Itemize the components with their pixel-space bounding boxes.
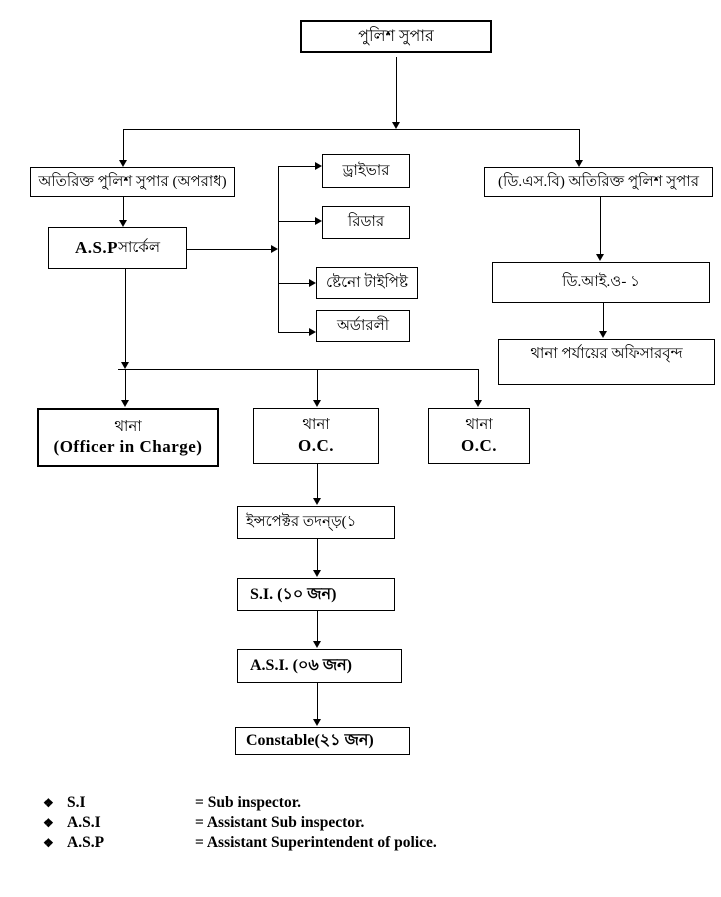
node-police-super: পুলিশ সুপার <box>300 20 492 53</box>
arrowhead-right <box>315 162 322 170</box>
legend: ❖ S.I = Sub inspector. ❖ A.S.I = Assista… <box>43 793 437 853</box>
arrowhead-down <box>392 122 400 129</box>
node-label: থানা পর্যায়ের অফিসারবৃন্দ <box>530 346 683 362</box>
legend-item-asi: ❖ A.S.I = Assistant Sub inspector. <box>43 813 437 833</box>
node-driver: ড্রাইভার <box>322 154 410 188</box>
connector-line <box>317 539 318 570</box>
node-label: রিডার <box>347 214 385 231</box>
node-label-bn: সার্কেল <box>118 239 161 256</box>
connector-line <box>317 683 318 719</box>
connector-line <box>396 57 397 122</box>
legend-abbr: S.I <box>67 794 86 811</box>
node-orderly: অর্ডারলী <box>316 310 410 342</box>
arrowhead-right <box>309 279 316 287</box>
node-dsb-addl-police-super: (ডি.এস.বি) অতিরিক্ত পুলিশ সুপার <box>484 167 713 197</box>
connector-line <box>125 269 126 362</box>
node-label: S.I. (১০ জন) <box>250 585 337 603</box>
legend-definition: = Sub inspector. <box>195 794 302 811</box>
node-label: A.S.I. (০৬ জন) <box>250 657 353 674</box>
connector-line <box>600 197 601 254</box>
connector-line <box>317 369 318 400</box>
connector-line <box>478 369 479 400</box>
connector-line <box>187 249 271 250</box>
node-label-line2: O.C. <box>298 435 334 455</box>
arrowhead-down <box>313 400 321 407</box>
node-label-line2: O.C. <box>461 435 497 455</box>
connector-line <box>317 611 318 641</box>
node-label-line1: থানা <box>114 418 142 435</box>
node-label: অতিরিক্ত পুলিশ সুপার (অপরাধ) <box>38 173 227 190</box>
node-si: S.I. (১০ জন) <box>237 578 395 611</box>
connector-line <box>123 129 580 130</box>
connector-line <box>603 303 604 331</box>
node-label-en: A.S.P <box>74 238 119 258</box>
connector-line <box>278 166 315 167</box>
node-asi: A.S.I. (০৬ জন) <box>237 649 402 683</box>
legend-item-asp: ❖ A.S.P = Assistant Superintendent of po… <box>43 833 437 853</box>
node-label: পুলিশ সুপার <box>358 27 434 45</box>
node-label: ইন্সপেক্টর তদন্ড়(১ <box>246 514 357 531</box>
legend-abbr: A.S.I <box>67 814 101 831</box>
node-asp-circle: A.S.P সার্কেল <box>48 227 187 269</box>
connector-line <box>278 332 309 333</box>
arrowhead-right <box>315 217 322 225</box>
node-label-line1: থানা <box>302 417 330 433</box>
connector-line <box>118 369 478 370</box>
connector-line <box>123 129 124 160</box>
node-inspector-investigation: ইন্সপেক্টর তদন্ড়(১ <box>237 506 395 539</box>
node-addl-police-super-crime: অতিরিক্ত পুলিশ সুপার (অপরাধ) <box>30 167 235 197</box>
node-thana-officer-in-charge: থানা (Officer in Charge) <box>37 408 219 467</box>
node-label: অর্ডারলী <box>336 317 390 334</box>
legend-item-si: ❖ S.I = Sub inspector. <box>43 793 437 813</box>
arrowhead-right <box>271 245 278 253</box>
diamond-bullet-icon: ❖ <box>43 815 54 830</box>
connector-line <box>125 369 126 400</box>
node-thana-oc-right: থানা O.C. <box>428 408 530 464</box>
arrowhead-down <box>119 160 127 167</box>
arrowhead-down <box>121 362 129 369</box>
legend-abbr: A.S.P <box>67 834 105 851</box>
arrowhead-down <box>119 220 127 227</box>
node-steno-typist: ষ্টেনো টাইপিষ্ট <box>316 267 418 299</box>
arrowhead-down <box>313 498 321 505</box>
arrowhead-down <box>575 160 583 167</box>
node-label: ড্রাইভার <box>342 162 390 179</box>
connector-line <box>123 197 124 220</box>
diamond-bullet-icon: ❖ <box>43 795 54 810</box>
arrowhead-down <box>599 331 607 338</box>
arrowhead-down <box>121 400 129 407</box>
node-thana-level-officers: থানা পর্যায়ের অফিসারবৃন্দ <box>498 339 715 385</box>
node-label: Constable(২১ জন) <box>246 732 374 749</box>
arrowhead-right <box>309 328 316 336</box>
node-constable: Constable(২১ জন) <box>235 727 410 755</box>
diamond-bullet-icon: ❖ <box>43 835 54 850</box>
legend-definition: = Assistant Sub inspector. <box>195 814 365 831</box>
node-label-line2: (Officer in Charge) <box>53 437 203 457</box>
connector-line <box>278 166 279 333</box>
node-thana-oc-middle: থানা O.C. <box>253 408 379 464</box>
arrowhead-down <box>313 719 321 726</box>
arrowhead-down <box>313 641 321 648</box>
node-reader: রিডার <box>322 206 410 239</box>
node-label: (ডি.এস.বি) অতিরিক্ত পুলিশ সুপার <box>498 173 699 190</box>
node-label: ষ্টেনো টাইপিষ্ট <box>326 274 408 291</box>
arrowhead-down <box>313 570 321 577</box>
connector-line <box>317 464 318 498</box>
node-label-line1: থানা <box>465 417 493 433</box>
arrowhead-down <box>596 254 604 261</box>
connector-line <box>579 129 580 160</box>
arrowhead-down <box>474 400 482 407</box>
node-dio-1: ডি.আই.ও- ১ <box>492 262 710 303</box>
node-label: ডি.আই.ও- ১ <box>562 274 640 291</box>
legend-definition: = Assistant Superintendent of police. <box>195 834 437 851</box>
connector-line <box>278 283 309 284</box>
connector-line <box>278 221 315 222</box>
